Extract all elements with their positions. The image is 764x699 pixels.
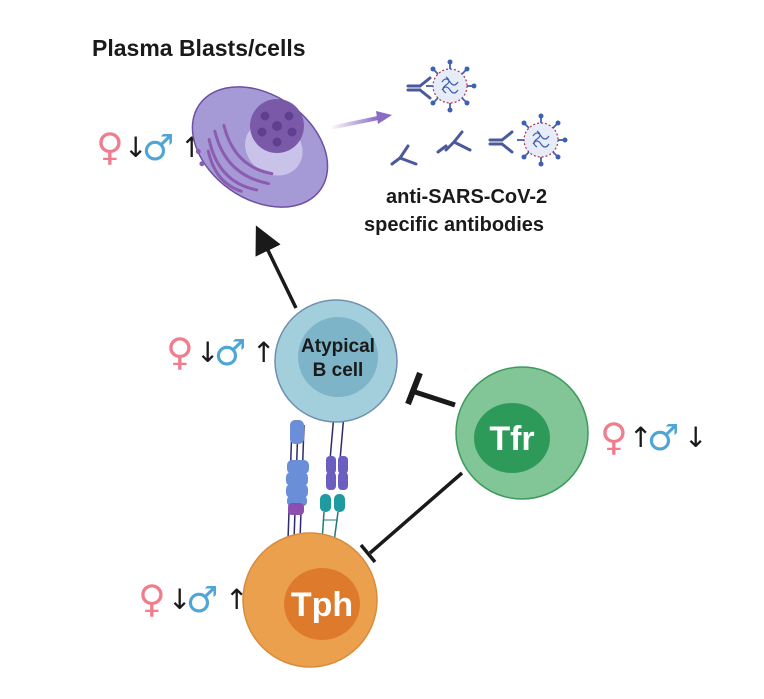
plasma-cells-title: Plasma Blasts/cells xyxy=(92,35,306,61)
secretion-arrow xyxy=(329,111,392,130)
receptor-ligand-pairs xyxy=(286,413,348,543)
female-trend-arrow: ↓ xyxy=(196,336,219,369)
inhibition-tfr-to-atypical-b xyxy=(405,371,456,408)
inhibition-tfr-to-tph xyxy=(359,471,464,564)
atypical-b-label-line1: Atypical xyxy=(301,336,375,357)
differentiation-arrow xyxy=(255,225,298,309)
atypical-b-cell: Atypical B cell xyxy=(274,299,398,423)
tph-label: Tph xyxy=(291,586,353,624)
female-trend-arrow: ↑ xyxy=(629,421,652,454)
female-icon: ♀ xyxy=(96,125,124,169)
virus-icon xyxy=(517,113,568,167)
female-icon: ♀ xyxy=(138,577,166,621)
male-trend-arrow: ↑ xyxy=(225,583,248,616)
receptor-right xyxy=(320,413,348,543)
tph-sex-indicators: ♀ ↓ ♂ ↑ xyxy=(138,577,248,621)
tfr-sex-indicators: ♀ ↑ ♂ ↓ xyxy=(600,415,707,459)
receptor-left xyxy=(286,420,309,541)
male-icon: ♂ xyxy=(142,128,174,169)
tph-cell: Tph xyxy=(242,532,378,668)
plasma-nucleus xyxy=(250,99,304,153)
female-trend-arrow: ↓ xyxy=(168,583,191,616)
male-icon: ♂ xyxy=(186,580,218,621)
plasma-sex-indicators: ♀ ↓ ♂ ↑ xyxy=(96,125,203,169)
female-icon: ♀ xyxy=(166,330,194,374)
plasma-cell xyxy=(191,86,329,208)
antibody-caption-line1: anti-SARS-CoV-2 xyxy=(386,186,547,208)
female-trend-arrow: ↓ xyxy=(124,131,147,164)
virus-icon xyxy=(426,59,477,113)
antibody-icon xyxy=(390,144,418,166)
tfr-label: Tfr xyxy=(489,420,534,458)
male-trend-arrow: ↑ xyxy=(252,336,275,369)
atypical-b-label-line2: B cell xyxy=(313,360,364,381)
female-icon: ♀ xyxy=(600,415,628,459)
male-icon: ♂ xyxy=(647,418,679,459)
atypical-b-sex-indicators: ♀ ↓ ♂ ↑ xyxy=(166,330,275,374)
antibody-caption-line2: specific antibodies xyxy=(364,214,544,236)
antibody-icon xyxy=(488,130,514,154)
antibody-virus-group xyxy=(390,59,568,167)
male-icon: ♂ xyxy=(214,333,246,374)
antibody-icon xyxy=(436,130,472,154)
male-trend-arrow: ↓ xyxy=(684,421,707,454)
tfr-cell: Tfr xyxy=(455,366,589,500)
antibody-icon xyxy=(406,76,432,100)
